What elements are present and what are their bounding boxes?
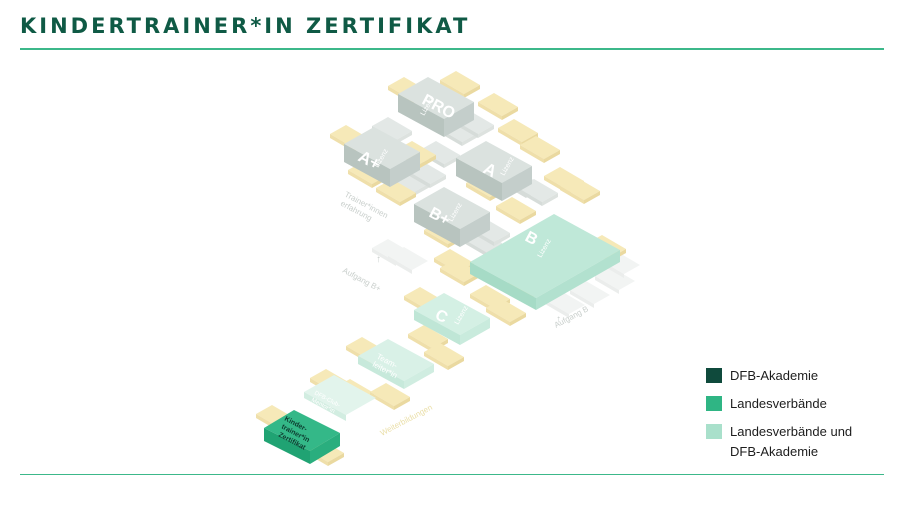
block-teamleiter: Team- leiter*in: [358, 339, 434, 389]
legend-swatch: [706, 396, 722, 411]
block-a-plus: A+ Lizenz: [344, 127, 420, 187]
block-b: B Lizenz: [470, 214, 620, 310]
bottom-divider: [20, 474, 884, 475]
block-pro: PRO Lizenz: [398, 77, 474, 137]
page-title: KINDERTRAINER*IN ZERTIFIKAT: [20, 14, 471, 38]
arrow-up-icon: ↑: [556, 314, 561, 325]
legend: DFB-Akademie Landesverbände Landesverbän…: [706, 366, 886, 470]
legend-item-landesverbaende: Landesverbände: [706, 394, 886, 414]
legend-label: DFB-Akademie: [730, 368, 819, 383]
legend-swatch: [706, 368, 722, 383]
weiterbildungen-label: Weiterbildungen: [379, 403, 434, 438]
block-a: A Lizenz: [456, 141, 532, 201]
block-c: C Lizenz: [414, 293, 490, 345]
block-b-plus: B+ Lizenz: [414, 187, 490, 247]
aufgang-b-plus-label: Aufgang B+: [341, 266, 383, 294]
legend-item-dfb-akademie: DFB-Akademie: [706, 366, 886, 386]
arrow-up-icon: ↑: [376, 254, 381, 265]
block-kindertrainer-zertifikat: Kinder- trainer*in Zertifikat: [264, 410, 340, 464]
legend-label: Landesverbände und DFB-Akademie: [730, 424, 853, 459]
title-divider: [20, 48, 884, 50]
legend-label: Landesverbände: [730, 396, 827, 411]
legend-swatch: [706, 424, 722, 439]
legend-item-landesverbaende-und-dfb: Landesverbände und DFB-Akademie: [706, 422, 886, 462]
